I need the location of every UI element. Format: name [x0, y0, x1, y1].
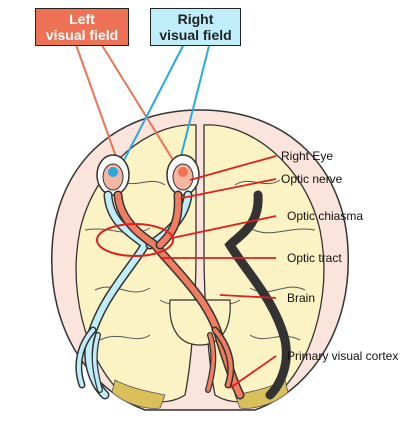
left-visual-field-box: Left visual field	[35, 8, 129, 46]
label-optic-chiasma: Optic chiasma	[287, 209, 363, 223]
right-visual-field-box: Right visual field	[150, 8, 241, 46]
left-visual-field-line1: Left	[36, 11, 128, 27]
label-primary-visual-cortex: Primary visual cortex	[287, 349, 398, 363]
right-eye	[167, 155, 199, 195]
label-right-eye: Right Eye	[281, 149, 333, 163]
left-visual-field-line2: visual field	[36, 27, 128, 43]
label-brain: Brain	[287, 291, 315, 305]
right-visual-field-line1: Right	[151, 11, 240, 27]
label-optic-tract: Optic tract	[287, 251, 342, 265]
left-eye	[97, 155, 129, 195]
label-optic-nerve: Optic nerve	[281, 172, 342, 186]
right-visual-field-line2: visual field	[151, 27, 240, 43]
